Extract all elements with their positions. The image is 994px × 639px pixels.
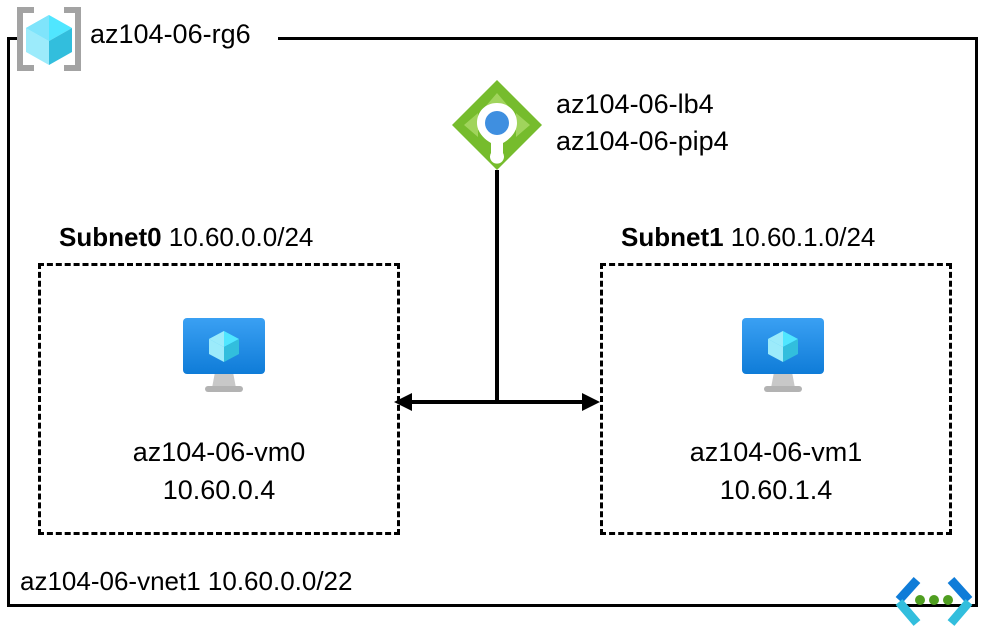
resource-group-border-right [975,37,978,607]
resource-group-border-left [7,37,10,607]
virtual-machine-icon [179,316,269,394]
load-balancer-icon [449,77,545,173]
load-balancer-name: az104-06-lb4 [556,89,714,119]
vm0-labels: az104-06-vm0 10.60.0.4 [38,433,400,509]
vm1-labels: az104-06-vm1 10.60.1.4 [600,433,952,509]
subnet0-name: Subnet0 [59,222,169,252]
vm1-ip: 10.60.1.4 [719,475,833,505]
load-balancer-connector-line [495,170,499,402]
load-balancer-labels: az104-06-lb4 az104-06-pip4 [556,86,729,160]
subnet0-cidr: 10.60.0.0/24 [168,222,314,252]
subnet-peering-arrow [392,384,602,418]
vm0-name: az104-06-vm0 [132,437,306,467]
subnet1-title: Subnet1 10.60.1.0/24 [621,221,875,253]
subnet1-name: Subnet1 [621,222,731,252]
virtual-machine-icon [738,316,828,394]
subnet0-title: Subnet0 10.60.0.0/24 [59,221,313,253]
vm1-name: az104-06-vm1 [689,437,863,467]
resource-group-title: az104-06-rg6 [90,19,251,49]
virtual-network-icon [893,576,975,628]
resource-group-border-top [278,37,978,40]
subnet0-box [38,263,400,535]
vm0-ip: 10.60.0.4 [162,475,276,505]
subnet1-cidr: 10.60.1.0/24 [730,222,876,252]
subnet1-box [600,263,952,535]
public-ip-name: az104-06-pip4 [556,126,729,156]
vnet-label: az104-06-vnet1 10.60.0.0/22 [20,566,353,596]
resource-group-border-top-left-stub [7,37,19,40]
resource-group-icon [14,6,84,72]
resource-group-border-bottom [7,604,978,607]
